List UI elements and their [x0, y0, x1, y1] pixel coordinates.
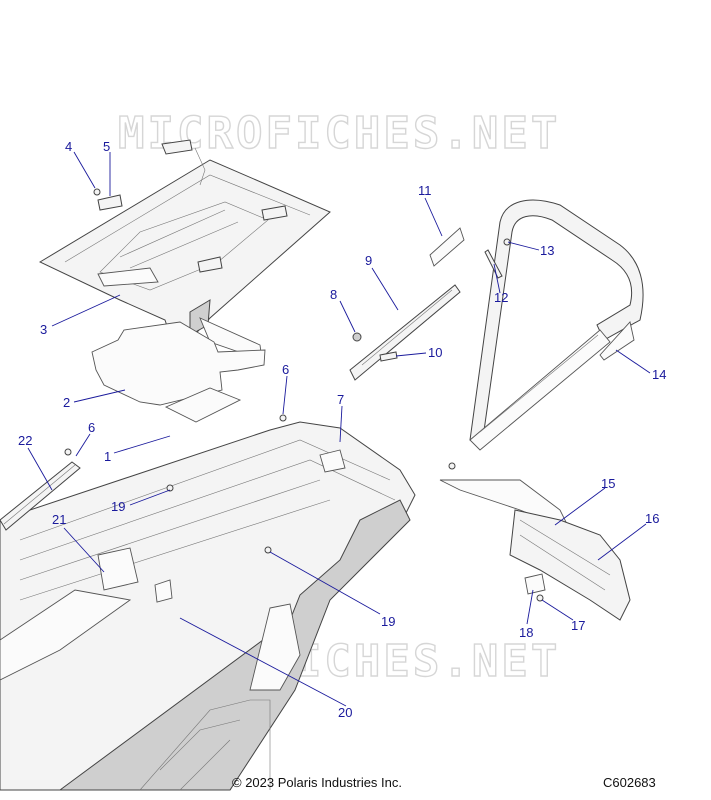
- callout-labels: 1 2 3 4 5 6 6 7 8 9 10 11 12 13 14 15 16…: [18, 139, 666, 720]
- callout-11: 11: [418, 183, 432, 198]
- fastener-10: [379, 351, 398, 362]
- callout-19-left: 19: [111, 499, 125, 514]
- upper-plate: [38, 139, 331, 361]
- small-sheet: [164, 387, 242, 423]
- drawing-code: C602683: [603, 775, 656, 790]
- callout-22: 22: [18, 433, 32, 448]
- callout-1: 1: [104, 449, 111, 464]
- callout-10: 10: [428, 345, 442, 360]
- callout-6-right: 6: [282, 362, 289, 377]
- callout-12: 12: [494, 290, 508, 305]
- callout-7: 7: [337, 392, 344, 407]
- side-rail: [0, 448, 81, 531]
- fastener-8: [352, 332, 362, 342]
- callout-14: 14: [652, 367, 666, 382]
- grab-handle: [469, 199, 644, 451]
- callout-6-left: 6: [88, 420, 95, 435]
- pad: [91, 321, 266, 406]
- callout-4: 4: [65, 139, 72, 154]
- copyright-notice: © 2023 Polaris Industries Inc.: [232, 775, 402, 790]
- callout-20: 20: [338, 705, 352, 720]
- callout-8: 8: [330, 287, 337, 302]
- watermark-top: MICROFICHES.NET: [118, 108, 560, 159]
- callout-2: 2: [63, 395, 70, 410]
- callout-15: 15: [601, 476, 615, 491]
- callout-19-right: 19: [381, 614, 395, 629]
- callout-16: 16: [645, 511, 659, 526]
- callout-5: 5: [103, 139, 110, 154]
- rear-bumper-assembly: [439, 462, 631, 621]
- callout-17: 17: [571, 618, 585, 633]
- callout-9: 9: [365, 253, 372, 268]
- plate-11: [429, 227, 465, 267]
- callout-13: 13: [540, 243, 554, 258]
- fasteners-12-13: [484, 238, 511, 279]
- callout-3: 3: [40, 322, 47, 337]
- callout-21: 21: [52, 512, 66, 527]
- callout-18: 18: [519, 625, 533, 640]
- plate-14: [599, 321, 635, 361]
- bracket-9: [349, 284, 461, 381]
- leader-lines: [27, 151, 651, 707]
- chassis-tunnel: [0, 414, 416, 791]
